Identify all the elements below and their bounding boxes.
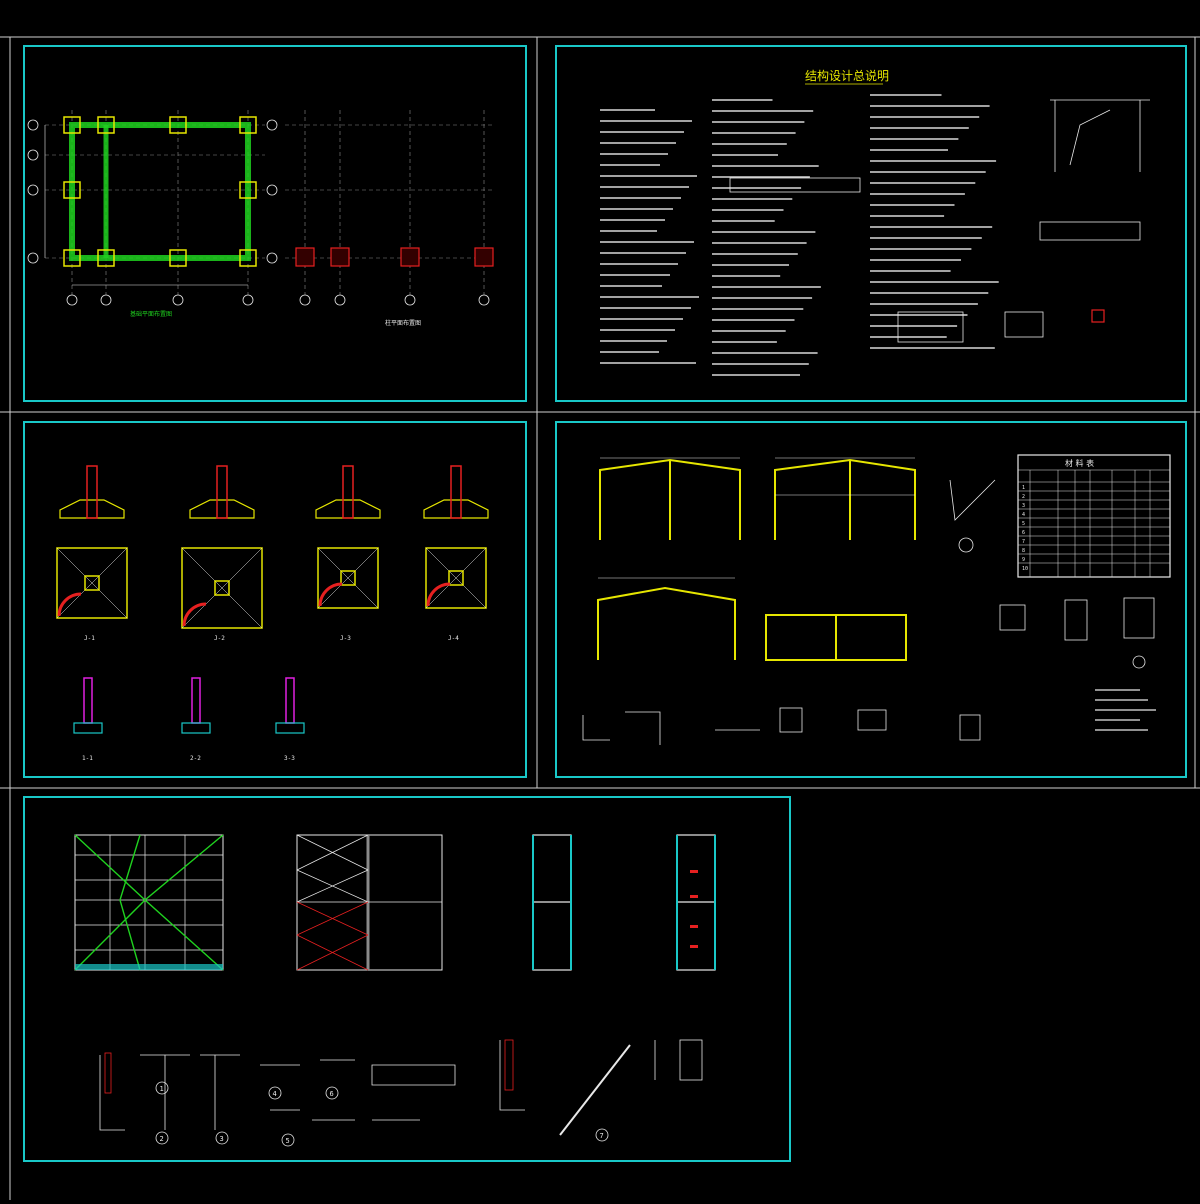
notes-title: 结构设计总说明 bbox=[805, 68, 889, 83]
material-row-number: 5 bbox=[1022, 521, 1025, 527]
detail-bubble-number: 2 bbox=[160, 1135, 164, 1143]
detail-bubble bbox=[325, 1086, 339, 1100]
detail-bubble bbox=[595, 1128, 609, 1142]
detail-bubble bbox=[155, 1081, 169, 1095]
detail-bubble-number: 4 bbox=[273, 1090, 277, 1098]
sheet-1-frame bbox=[23, 45, 527, 402]
sheet-2-general-notes: 结构设计总说明 bbox=[600, 68, 1150, 376]
sheet-2-frame bbox=[555, 45, 1187, 402]
material-row-number: 9 bbox=[1022, 557, 1025, 563]
detail-bubble-number: 6 bbox=[330, 1090, 334, 1098]
sheet-grid bbox=[0, 36, 1200, 1200]
detail-bubble bbox=[215, 1131, 229, 1145]
material-row-number: 10 bbox=[1022, 566, 1028, 572]
detail-bubble-number: 7 bbox=[600, 1132, 604, 1140]
detail-bubble-number: 3 bbox=[220, 1135, 224, 1143]
section-label-3: J-3 bbox=[340, 635, 351, 642]
plan-a-caption: 基础平面布置图 bbox=[130, 310, 172, 318]
sheet-frames bbox=[23, 45, 1187, 1162]
material-row-number: 1 bbox=[1022, 485, 1025, 491]
section-label-4: J-4 bbox=[448, 635, 459, 642]
section-label-2: J-2 bbox=[214, 635, 225, 642]
detail-label-2: 2-2 bbox=[190, 755, 201, 762]
material-row-number: 4 bbox=[1022, 512, 1025, 518]
material-row-number: 6 bbox=[1022, 530, 1025, 536]
detail-bubble-number: 1 bbox=[160, 1085, 164, 1093]
detail-bubble bbox=[155, 1131, 169, 1145]
material-row-number: 2 bbox=[1022, 494, 1025, 500]
materials-table-title: 材 料 表 bbox=[1065, 458, 1094, 468]
sheet-4-portal-frames: 材 料 表 1 2 3 4 5 6 7 8 9 10 bbox=[582, 454, 1171, 745]
material-row-number: 3 bbox=[1022, 503, 1025, 509]
sheet-1-foundation-plan: 基础平面布置图 柱平面布置图 bbox=[27, 110, 495, 327]
section-label-1: J-1 bbox=[84, 635, 95, 642]
sheet-5-frame bbox=[23, 796, 791, 1162]
plan-b-caption: 柱平面布置图 bbox=[385, 319, 421, 327]
detail-bubble-number: 5 bbox=[286, 1137, 290, 1145]
detail-label-3: 3-3 bbox=[284, 755, 295, 762]
detail-bubble bbox=[281, 1133, 295, 1147]
material-row-number: 7 bbox=[1022, 539, 1025, 545]
detail-bubble bbox=[268, 1086, 282, 1100]
detail-label-1: 1-1 bbox=[82, 755, 93, 762]
sheet-4-frame bbox=[555, 421, 1187, 778]
material-row-number: 8 bbox=[1022, 548, 1025, 554]
sheet-5-roof-plans: 1 2 3 4 5 6 7 bbox=[74, 834, 716, 1147]
sheet-3-frame bbox=[23, 421, 527, 778]
sheet-3-footing-sections: J-1 J-2 J-3 J-4 1-1 2-2 3-3 bbox=[56, 465, 489, 762]
